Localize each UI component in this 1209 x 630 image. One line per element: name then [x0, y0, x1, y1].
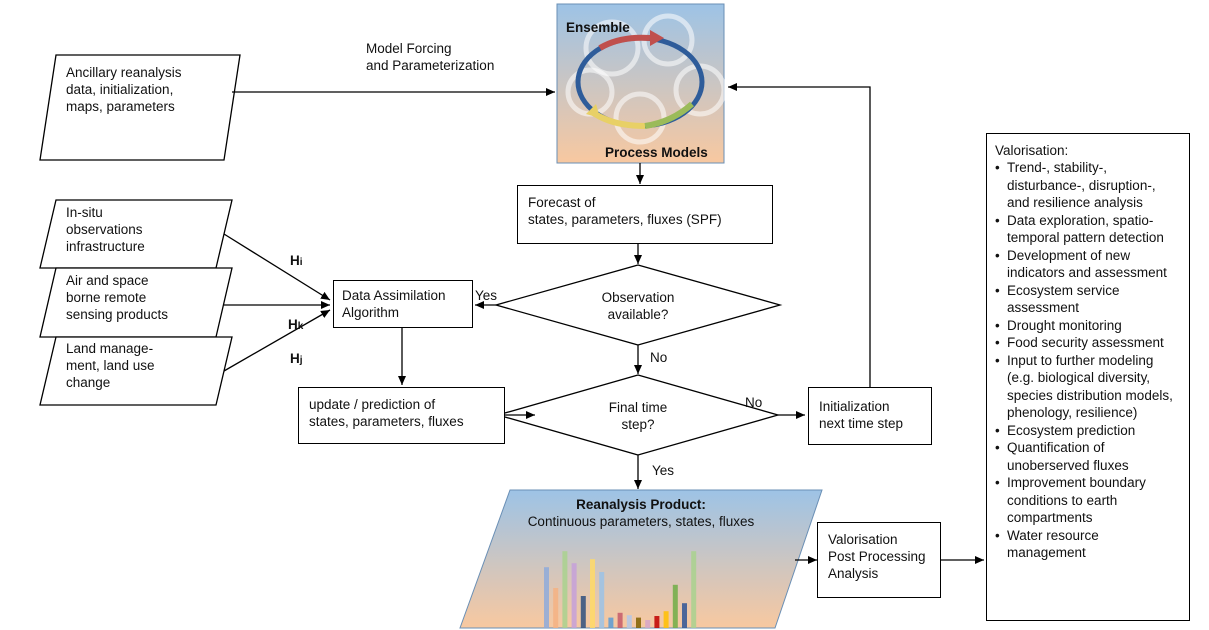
reanalysis-bar	[682, 603, 687, 628]
arrow-init-to-models	[728, 83, 871, 387]
reanalysis-bar	[626, 615, 632, 628]
valorisation-list-item: Data exploration, spatio- temporal patte…	[995, 212, 1183, 247]
valorisation-list-item: Improvement boundary conditions to earth…	[995, 474, 1183, 527]
valorisation-list: Trend-, stability-, disturbance-, disrup…	[995, 159, 1183, 562]
data-assimilation-box: Data Assimilation Algorithm	[333, 280, 473, 328]
reanalysis-bar	[571, 563, 577, 628]
valorisation-panel: Valorisation: Trend-, stability-, distur…	[986, 133, 1190, 621]
initialization-box: Initialization next time step	[808, 387, 932, 445]
reanalysis-bar	[599, 572, 605, 628]
reanalysis-bar	[562, 551, 568, 628]
reanalysis-bar	[663, 611, 669, 628]
remote-sensing-label: Air and space borne remote sensing produ…	[66, 273, 169, 322]
reanalysis-product-shape	[459, 489, 823, 629]
ensemble-yellow-arrowhead	[586, 104, 600, 118]
reanalysis-bar	[691, 551, 697, 628]
reanalysis-title: Reanalysis Product:	[576, 497, 706, 512]
valorisation-list-item: Food security assessment	[995, 334, 1183, 352]
valorisation-list-item: Quantification of unoberserved fluxes	[995, 439, 1183, 474]
valorisation-list-item: Drought monitoring	[995, 317, 1183, 335]
reanalysis-bar	[544, 567, 549, 628]
reanalysis-bar	[590, 559, 595, 628]
observation-question: Observation available?	[601, 290, 675, 322]
ensemble-green-arc	[644, 101, 695, 129]
arrow-land-to-assim	[223, 309, 331, 372]
valorisation-list-item: Input to further modeling (e.g. biologic…	[995, 352, 1183, 422]
valorisation-panel-title: Valorisation:	[995, 143, 1069, 158]
valorisation-list-item: Ecosystem service assessment	[995, 282, 1183, 317]
ensemble-label: Ensemble	[566, 20, 630, 35]
valorisation-list-item: Ecosystem prediction	[995, 422, 1183, 440]
ensemble-red-arc	[598, 34, 651, 51]
observation-yes-label: Yes	[475, 288, 498, 303]
reanalysis-bar	[580, 596, 586, 628]
reanalysis-subtitle: Continuous parameters, states, fluxes	[527, 514, 755, 529]
final-yes-label: Yes	[652, 463, 675, 478]
ensemble-red-arrowhead	[650, 30, 664, 46]
reanalysis-bar	[672, 584, 678, 628]
reanalysis-bar-graphic	[544, 551, 697, 628]
final-no-label: No	[745, 395, 763, 410]
process-models-label: Process Models	[605, 145, 708, 160]
reanalysis-bar	[645, 620, 651, 628]
reanalysis-bar	[654, 616, 660, 628]
ensemble-background-circle	[583, 19, 641, 77]
ensemble-cycle-graphic	[565, 13, 727, 145]
ancillary-data-shape	[39, 54, 241, 161]
h-i-label: Hi	[290, 253, 303, 268]
connectors	[223, 83, 984, 564]
reanalysis-bar	[608, 617, 614, 628]
h-j-label: Hj	[290, 351, 303, 366]
valorisation-list-item: Trend-, stability-, disturbance-, disrup…	[995, 159, 1183, 212]
valorisation-process-box: Valorisation Post Processing Analysis	[817, 522, 941, 598]
reanalysis-bar	[553, 588, 559, 628]
valorisation-list-item: Water resource management	[995, 527, 1183, 562]
model-forcing-label: Model Forcing and Parameterization	[366, 41, 495, 73]
valorisation-list-item: Development of new indicators and assess…	[995, 247, 1183, 282]
reanalysis-bar	[617, 612, 623, 628]
reanalysis-bar	[636, 617, 641, 628]
insitu-observations-label: In-situ observations infrastructure	[66, 205, 145, 254]
final-time-step-question: Final time step?	[608, 400, 668, 432]
ancillary-data-label: Ancillary reanalysis data, initializatio…	[66, 65, 182, 114]
update-prediction-box: update / prediction of states, parameter…	[298, 387, 505, 444]
observation-no-label: No	[650, 350, 668, 365]
arrow-insitu-to-assim	[223, 233, 331, 301]
land-management-shape	[39, 336, 233, 406]
land-management-label: Land manage- ment, land use change	[66, 341, 155, 390]
process-models-box	[556, 3, 725, 164]
forecast-box: Forecast of states, parameters, fluxes (…	[517, 185, 773, 244]
h-k-label: Hk	[288, 317, 304, 332]
